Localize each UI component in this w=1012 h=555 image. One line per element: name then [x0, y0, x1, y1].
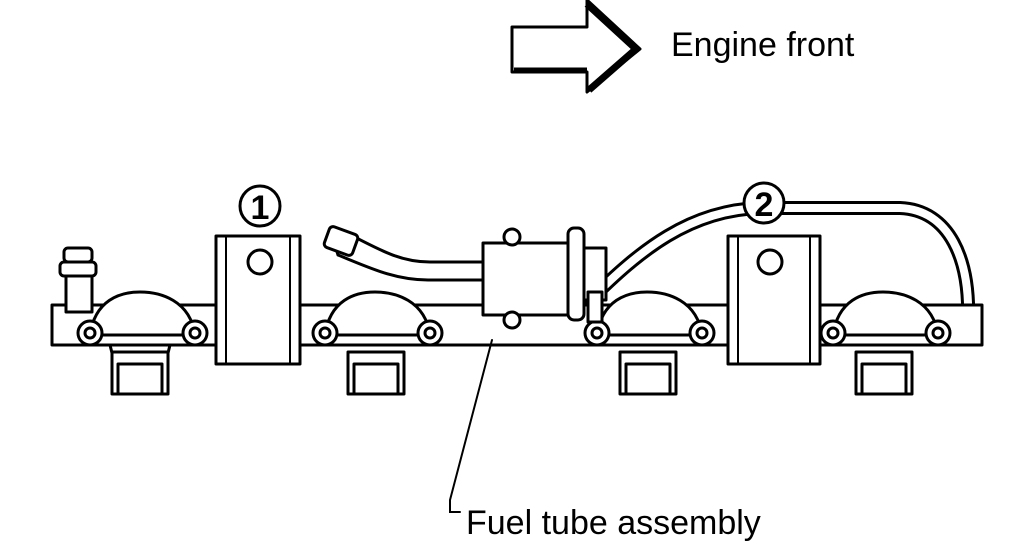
callout-1: 1	[238, 184, 282, 228]
pressure-regulator	[481, 226, 608, 330]
inlet-fitting	[58, 246, 98, 314]
injector-1	[76, 290, 209, 396]
injector-3	[583, 290, 716, 396]
engine-front-label: Engine front	[671, 26, 855, 64]
callout-1-label: 1	[251, 189, 270, 227]
injector-4	[819, 290, 952, 396]
callout-2-label: 2	[755, 186, 774, 224]
engine-front-arrow	[510, 0, 642, 94]
callout-2: 2	[742, 181, 786, 225]
injector-2	[311, 290, 444, 396]
assembly-label: Fuel tube assembly	[466, 504, 761, 542]
supply-hose	[322, 225, 487, 282]
spacer-2	[726, 234, 822, 366]
spacer-1	[214, 234, 302, 366]
assembly-leader-line	[449, 339, 493, 513]
